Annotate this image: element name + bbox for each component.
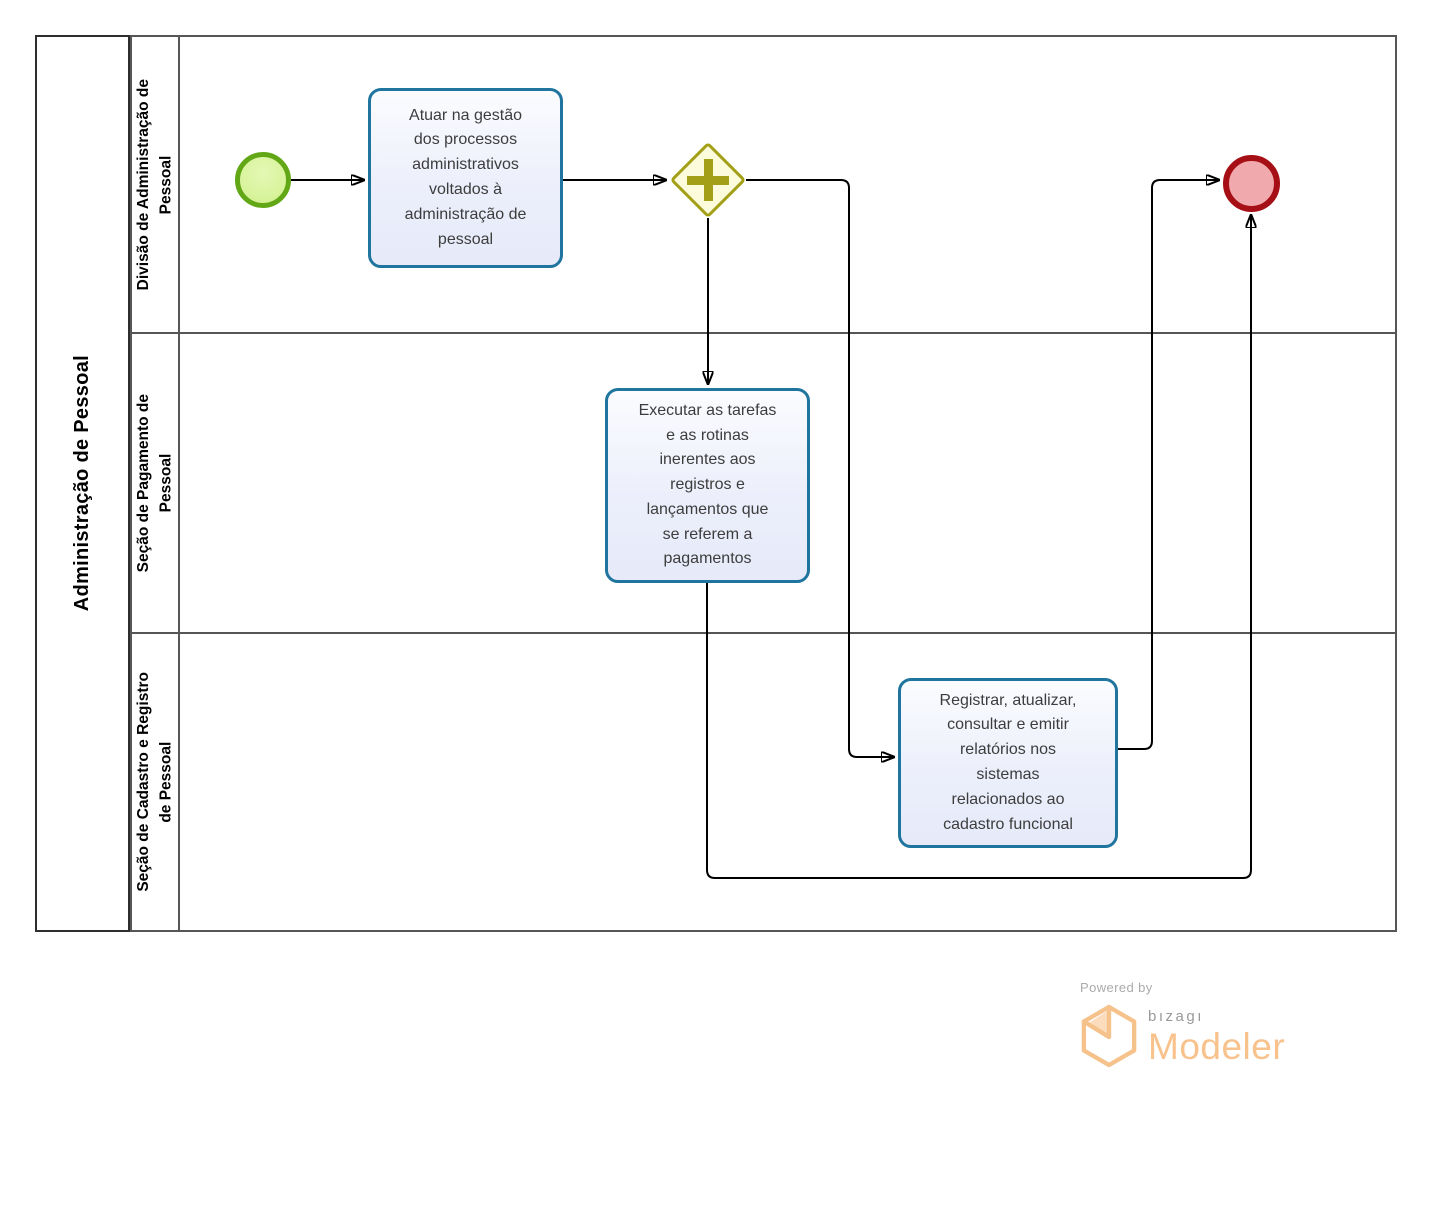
flow-task-pagamentos-to-end[interactable]	[706, 215, 1251, 879]
task-pagamentos[interactable]: Executar as tarefas e as rotinas inerent…	[605, 388, 810, 583]
lane-label-cell[interactable]: Divisão de Administração de Pessoal	[132, 37, 180, 332]
lane-label-cell[interactable]: Seção de Pagamento de Pessoal	[132, 334, 180, 632]
task-cadastro-funcional[interactable]: Registrar, atualizar, consultar e emitir…	[898, 678, 1118, 848]
flow-task-cadastro-to-end[interactable]	[1118, 180, 1219, 750]
powered-by-label: Powered by	[1080, 980, 1153, 995]
parallel-plus-icon	[703, 159, 713, 201]
modeler-wordmark: Modeler	[1148, 1026, 1286, 1067]
pool-header[interactable]: Administração de Pessoal	[35, 35, 130, 932]
task-gestao-processos[interactable]: Atuar na gestão dos processos administra…	[368, 88, 563, 268]
bizagi-modeler-logo: bızagı Modeler	[1080, 1004, 1285, 1068]
end-event[interactable]	[1223, 155, 1280, 212]
bizagi-box-icon	[1081, 1004, 1137, 1068]
bizagi-wordmark: bızagı	[1148, 1008, 1204, 1025]
lane-label-cell[interactable]: Seção de Cadastro e Registro de Pessoal	[132, 634, 180, 930]
flow-gateway-to-task-cadastro[interactable]	[746, 179, 894, 757]
lane-secao-cadastro[interactable]: Seção de Cadastro e Registro de Pessoal	[130, 632, 1397, 932]
start-event[interactable]	[235, 152, 291, 208]
parallel-gateway[interactable]	[669, 141, 747, 219]
